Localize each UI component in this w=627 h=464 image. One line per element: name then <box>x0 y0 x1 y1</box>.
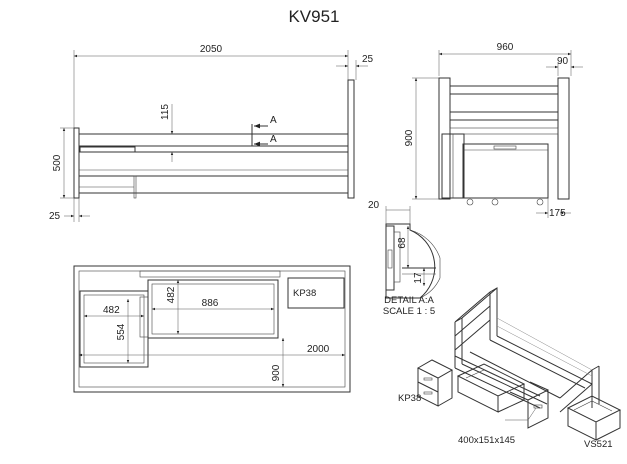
drawer-offset-label: 175 <box>549 208 566 219</box>
iso-pulled-drawer <box>456 363 526 413</box>
end-view: 960 90 900 175 <box>404 42 583 219</box>
end-height-label: 900 <box>404 129 415 146</box>
right-post <box>347 79 355 199</box>
end-right-post <box>557 77 570 200</box>
drawer-depth-label: 554 <box>116 323 127 340</box>
bed-width-label: 900 <box>271 364 282 381</box>
foot-offset-label: 25 <box>49 211 61 222</box>
detail-caption-line1: DETAIL A:A <box>384 295 434 306</box>
iso-vs521-drawer <box>566 395 622 441</box>
detail-caption-line2: SCALE 1 : 5 <box>383 306 435 317</box>
section-marker-a-top: A <box>270 115 277 126</box>
iso-drawer-size-label: 400x151x145 <box>458 435 515 446</box>
iso-view: KP38 400x151x145 VS521 <box>398 287 622 450</box>
iso-nightstand-label: KP38 <box>398 393 421 404</box>
plan-nightstand-label: KP38 <box>293 288 316 299</box>
plan-outline <box>73 265 351 393</box>
end-offset-label: 25 <box>362 54 374 65</box>
iso-rails <box>454 335 593 409</box>
end-width-label: 960 <box>497 42 514 53</box>
drawing-title: KV951 <box>288 7 339 26</box>
detail-depth-label: 68 <box>397 237 408 249</box>
iso-bed-drawer <box>509 381 549 429</box>
plan-drawer <box>79 290 149 368</box>
side-view: 2050 25 500 25 115 A <box>49 44 374 222</box>
iso-nightstand <box>416 359 454 407</box>
detail-a-view: 20 68 17 DETAIL A:A SCALE 1 : 5 <box>368 200 441 317</box>
end-left-post <box>438 77 451 200</box>
drawer-front-side <box>133 175 137 199</box>
plan-shelf <box>147 279 279 339</box>
bed-length-label: 2000 <box>307 344 330 355</box>
plan-nightstand <box>287 277 345 309</box>
plan-view: KP38 482 554 482 886 2000 900 <box>73 265 351 393</box>
iso-headboard <box>454 287 498 368</box>
rail-height-label: 115 <box>160 104 171 120</box>
overall-length-label: 2050 <box>200 44 223 55</box>
detail-width-label: 20 <box>368 200 380 211</box>
section-marker-a-bottom: A <box>270 134 277 145</box>
iso-footboard <box>559 365 600 413</box>
left-post <box>73 127 80 199</box>
iso-vs521-label: VS521 <box>584 439 613 450</box>
drawer-width-label: 482 <box>103 305 120 316</box>
shelf-length-label: 886 <box>202 298 219 309</box>
height-label: 500 <box>52 154 63 171</box>
end-drawer <box>462 143 549 199</box>
post-width-label: 90 <box>557 56 569 67</box>
detail-lip-label: 17 <box>413 272 424 284</box>
shelf-depth-label: 482 <box>166 286 177 303</box>
